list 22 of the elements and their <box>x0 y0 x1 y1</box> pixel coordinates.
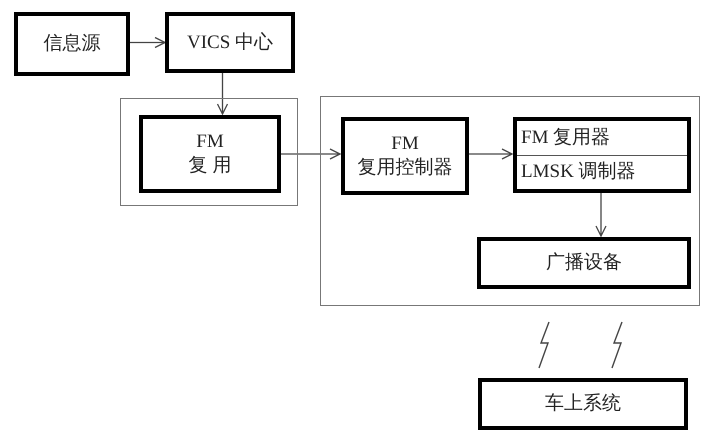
box-label: 车上系统 <box>544 392 622 416</box>
box-label: FM 复用器 <box>521 126 610 150</box>
arrow <box>468 148 513 160</box>
process-box <box>341 117 469 195</box>
process-box <box>165 12 295 73</box>
process-box <box>14 12 130 76</box>
group-frame <box>320 96 700 306</box>
box-label: 信息源 <box>42 32 102 56</box>
arrow <box>130 36 166 48</box>
process-box <box>139 115 281 193</box>
box-label: 广播设备 <box>545 251 623 275</box>
box-label: VICS 中心 <box>186 30 274 54</box>
process-box <box>477 237 691 289</box>
arrow <box>216 73 228 115</box>
process-box <box>478 378 688 430</box>
process-box <box>513 117 691 193</box>
box-label: LMSK 调制器 <box>521 160 636 184</box>
arrow <box>280 148 341 160</box>
box-label: FM 复 用 <box>188 130 232 178</box>
box-label: FM 复用控制器 <box>356 132 454 180</box>
arrow <box>595 192 607 237</box>
group-frame <box>120 98 298 206</box>
